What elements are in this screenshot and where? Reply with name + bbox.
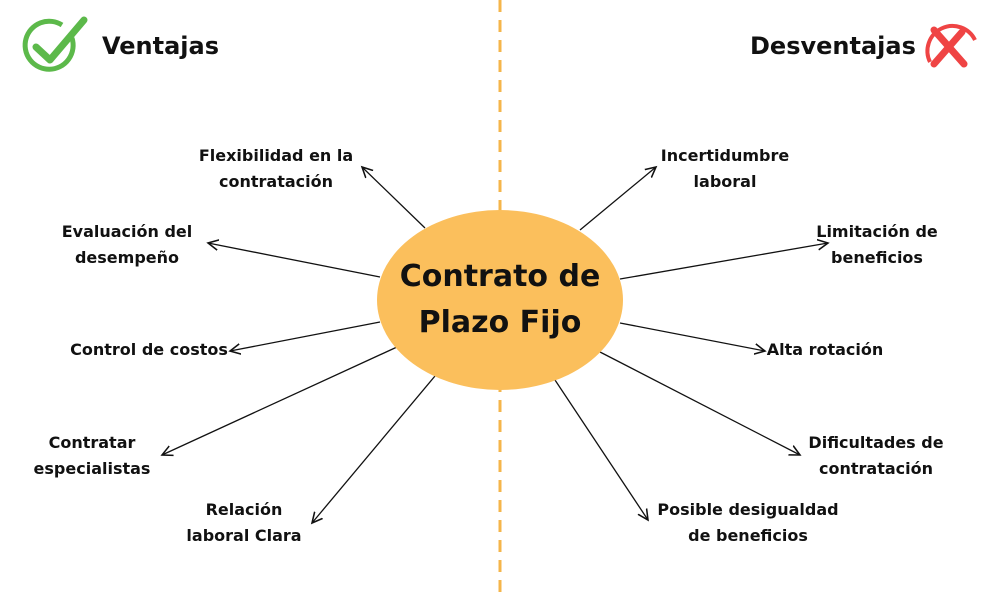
check-icon [22, 16, 88, 72]
cross-icon [925, 23, 977, 68]
pro-item: Control de costos [70, 340, 228, 359]
center-ellipse [377, 210, 623, 390]
arrow [362, 167, 426, 229]
cons-heading: Desventajas [750, 32, 916, 60]
arrow [162, 346, 398, 455]
arrow [554, 379, 648, 520]
pros-heading: Ventajas [102, 32, 219, 60]
arrow [619, 322, 765, 351]
arrow [599, 351, 800, 455]
arrow [579, 167, 656, 231]
arrow [619, 243, 828, 280]
arrow [312, 375, 436, 523]
arrow [208, 243, 381, 278]
con-item: Alta rotación [766, 340, 884, 359]
arrow [230, 321, 381, 351]
